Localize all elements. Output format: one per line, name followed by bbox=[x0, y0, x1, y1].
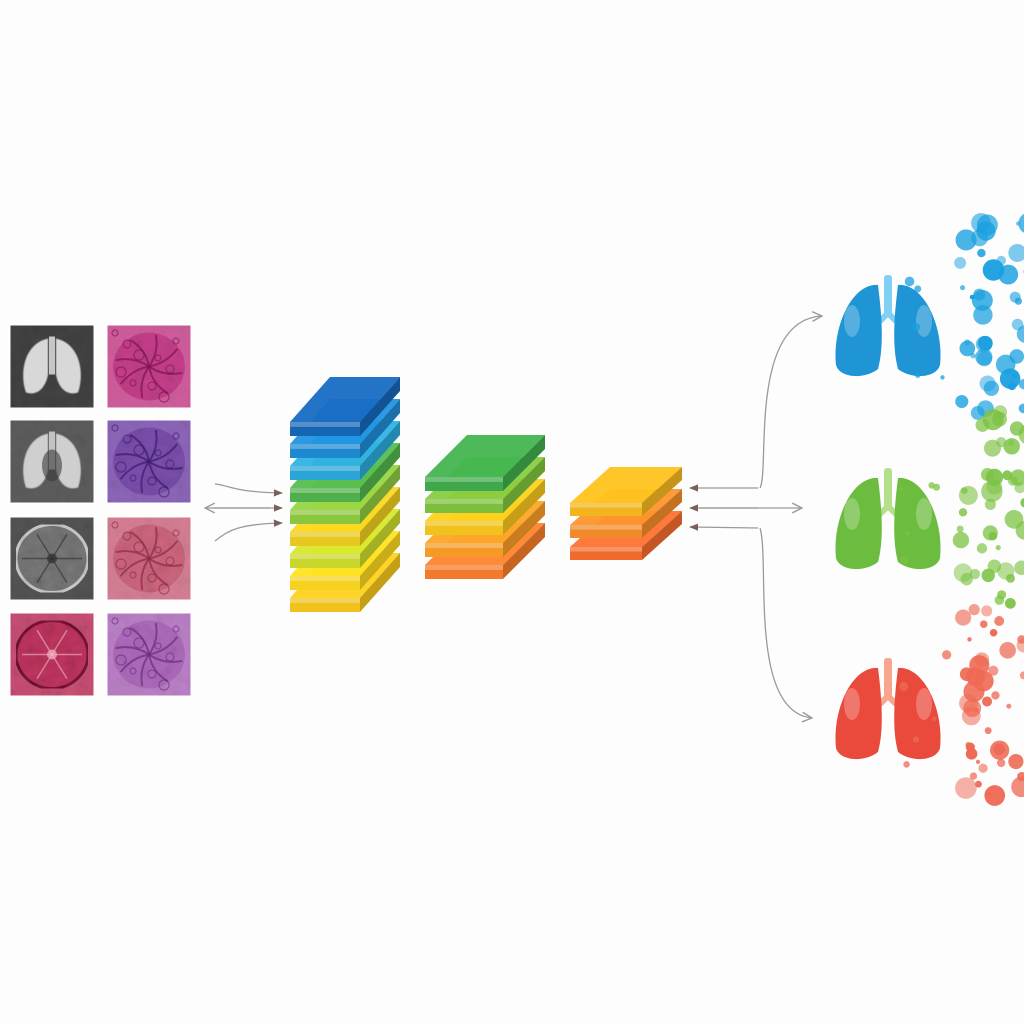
arrow-feedback-3 bbox=[689, 523, 759, 531]
output-lung-icons bbox=[835, 213, 1024, 806]
lungs-red-icon bbox=[835, 658, 941, 760]
histology-tissue-icon bbox=[106, 419, 192, 504]
xray-lungs-icon bbox=[9, 324, 95, 409]
input-image-grid bbox=[9, 324, 192, 697]
arrow-in-3 bbox=[214, 519, 283, 542]
histology-tissue-icon bbox=[106, 612, 192, 697]
layer-slab bbox=[570, 467, 682, 516]
output-arrows bbox=[689, 316, 822, 718]
arrow-out-3 bbox=[759, 527, 812, 718]
feature-layer-stacks bbox=[290, 377, 682, 612]
lungs-blue-dots bbox=[904, 213, 1024, 420]
layer-slab bbox=[425, 435, 545, 491]
lungs-green-icon bbox=[835, 468, 941, 570]
ct-axial-icon bbox=[9, 516, 95, 601]
layer-stack-medium bbox=[425, 435, 545, 579]
histology-tissue-icon bbox=[106, 516, 192, 601]
lungs-green-dots bbox=[898, 405, 1024, 609]
lungs-blue-icon bbox=[835, 275, 941, 377]
layer-stack-small bbox=[570, 467, 682, 560]
ct-thorax-icon bbox=[9, 419, 95, 504]
histology-tissue-icon bbox=[106, 324, 192, 409]
input-arrows bbox=[205, 483, 283, 542]
arrow-in-1 bbox=[214, 483, 283, 497]
lungs-red-dots bbox=[899, 604, 1024, 806]
arrow-out-1 bbox=[759, 316, 822, 489]
layer-slab bbox=[290, 377, 400, 436]
layer-stack-large bbox=[290, 377, 400, 612]
ct-axial-icon bbox=[9, 612, 95, 697]
